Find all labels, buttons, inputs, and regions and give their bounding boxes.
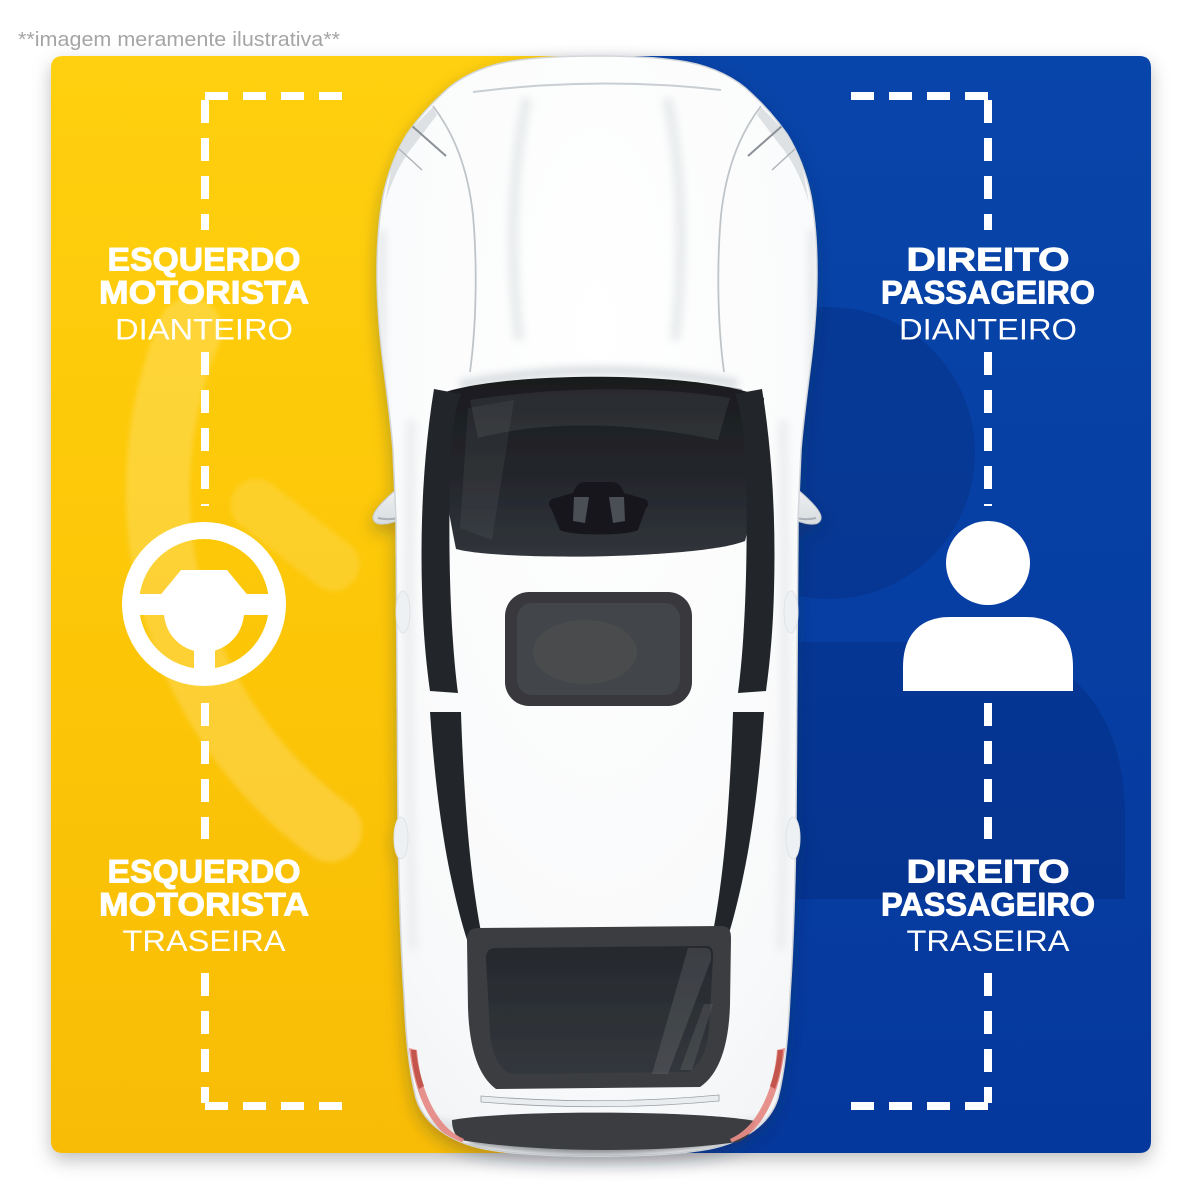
svg-text:TRASEIRA: TRASEIRA: [123, 925, 286, 958]
svg-text:ESQUERDO: ESQUERDO: [108, 242, 301, 278]
svg-text:TRASEIRA: TRASEIRA: [907, 925, 1070, 958]
svg-text:PASSAGEIRO: PASSAGEIRO: [881, 275, 1095, 311]
svg-text:DIANTEIRO: DIANTEIRO: [899, 314, 1077, 347]
svg-text:DIANTEIRO: DIANTEIRO: [115, 314, 293, 347]
svg-text:DIREITO: DIREITO: [907, 242, 1070, 278]
svg-text:DIREITO: DIREITO: [907, 854, 1070, 890]
svg-text:**imagem meramente ilustrativa: **imagem meramente ilustrativa**: [18, 29, 340, 51]
svg-text:PASSAGEIRO: PASSAGEIRO: [881, 887, 1095, 923]
svg-text:ESQUERDO: ESQUERDO: [108, 854, 301, 890]
svg-text:MOTORISTA: MOTORISTA: [99, 275, 309, 311]
svg-text:MOTORISTA: MOTORISTA: [99, 887, 309, 923]
